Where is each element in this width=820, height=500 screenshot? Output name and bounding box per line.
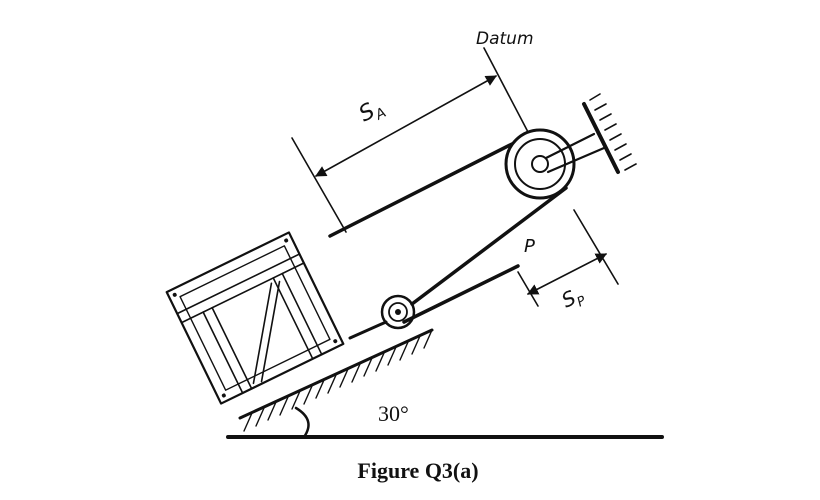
sp-p-extension	[517, 271, 539, 307]
wall-support	[582, 93, 637, 174]
sp-label: SP	[558, 282, 589, 316]
cable-to-p	[402, 264, 520, 324]
crate-pulley	[348, 294, 416, 340]
datum-line	[483, 47, 529, 133]
incline-surface	[238, 328, 434, 420]
cable-lower	[410, 186, 568, 306]
figure-caption: Figure Q3(a)	[357, 458, 478, 483]
sa-extension-line	[291, 137, 347, 233]
sa-dimension-arrow	[315, 75, 497, 177]
incline-hatching	[243, 329, 433, 432]
sp-datum-extension	[573, 209, 619, 285]
datum-label: Datum	[476, 29, 534, 49]
angle-label: 30°	[378, 401, 409, 426]
crate-block	[165, 231, 345, 405]
p-label: P	[524, 236, 535, 257]
fixed-pulley	[504, 128, 606, 200]
sp-dimension-arrow	[527, 253, 607, 295]
angle-arc	[294, 406, 310, 439]
cable-upper	[328, 142, 514, 238]
sa-label: SA	[355, 94, 389, 130]
